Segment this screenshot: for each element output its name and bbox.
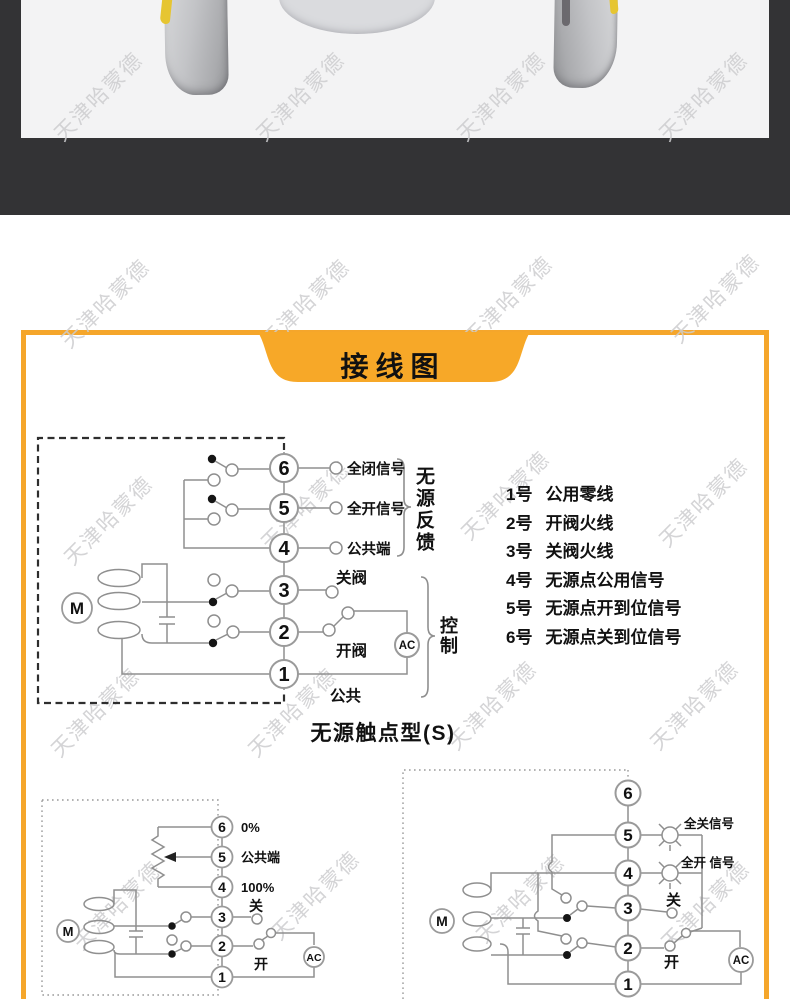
list-item: 2号开阀火线	[506, 510, 681, 539]
terminal-desc: 无源点公用信号	[545, 570, 665, 590]
product-photo	[21, 0, 769, 138]
terminal-num: 2号	[506, 513, 533, 533]
wiring-diagram-card	[21, 330, 769, 999]
terminal-num: 6号	[506, 627, 533, 647]
label-passive-feedback-group: 无源反馈	[413, 466, 434, 554]
list-item: 3号关阀火线	[506, 538, 681, 567]
terminal-definition-list: 1号公用零线 2号开阀火线 3号关阀火线 4号无源点公用信号 5号无源点开到位信…	[506, 481, 681, 653]
list-item: 6号无源点关到位信号	[506, 624, 681, 653]
terminal-desc: 公用零线	[545, 485, 614, 504]
terminal-desc: 无源点开到位信号	[545, 599, 682, 619]
terminal-desc: 无源点关到位信号	[545, 627, 682, 647]
list-item: 1号公用零线	[506, 481, 681, 510]
terminal-num: 3号	[506, 542, 533, 562]
diagram-caption: 无源触点型(S)	[310, 722, 456, 745]
list-item: 5号无源点开到位信号	[506, 595, 681, 624]
actuator-body-bottom	[279, 0, 435, 34]
section-title: 接线图	[340, 351, 446, 382]
bracket-slot	[562, 0, 570, 26]
terminal-desc: 开阀火线	[545, 513, 614, 533]
label-control-group: 控制	[438, 616, 458, 656]
terminal-desc: 关阀火线	[545, 542, 614, 562]
bracket-leg-left	[164, 0, 229, 96]
terminal-num: 1号	[506, 485, 533, 504]
terminal-num: 5号	[506, 599, 533, 619]
photo-section	[0, 0, 790, 215]
yellow-part-right	[609, 0, 619, 15]
list-item: 4号无源点公用信号	[506, 567, 681, 596]
terminal-num: 4号	[506, 570, 533, 590]
